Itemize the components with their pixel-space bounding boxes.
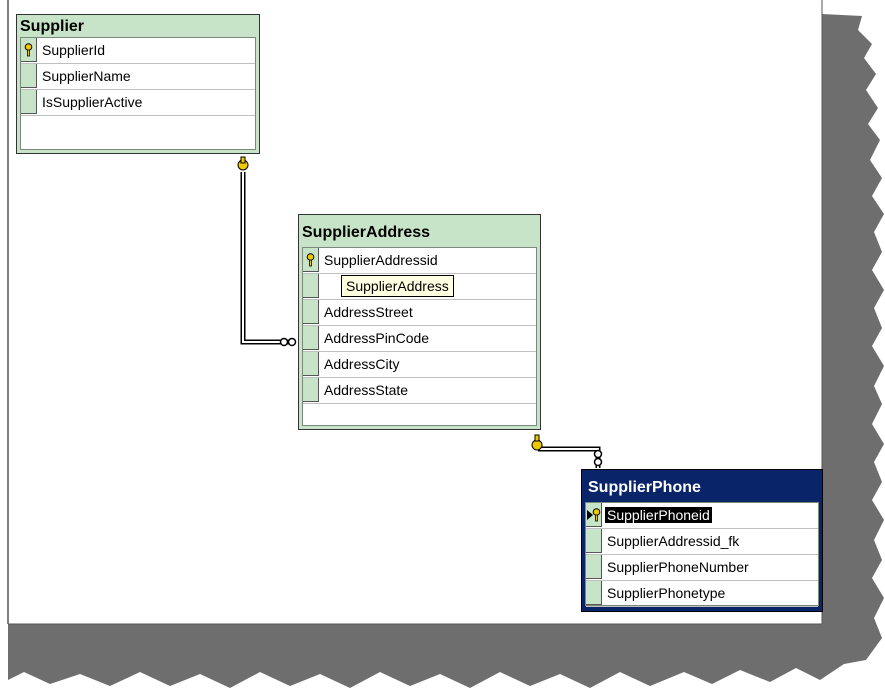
key-end-icon [531, 434, 543, 451]
column-row[interactable]: AddressPinCode [303, 326, 536, 352]
row-selector[interactable] [586, 503, 602, 527]
column-name: SupplierAddressid_fk [607, 533, 740, 549]
primary-key-icon [24, 43, 33, 57]
column-grid: SupplierPhoneid SupplierAddressid_fk Sup… [585, 502, 819, 607]
column-grid: SupplierId SupplierName IsSupplierActive [20, 37, 256, 150]
column-row[interactable]: SupplierAddressid_fk [586, 529, 818, 555]
row-selector[interactable] [586, 529, 602, 553]
table-title: SupplierPhone [588, 479, 701, 496]
column-row[interactable]: SupplierName [21, 64, 255, 90]
key-end-icon [237, 156, 249, 171]
column-name: SupplierPhonetype [607, 585, 726, 601]
table-supplier[interactable]: Supplier SupplierId SupplierName IsSuppl… [16, 14, 260, 154]
column-row[interactable] [303, 274, 536, 300]
column-name: SupplierPhoneNumber [607, 559, 749, 575]
primary-key-icon [592, 508, 601, 522]
relationship-address-phone [531, 434, 603, 468]
column-name: IsSupplierActive [42, 94, 143, 110]
column-name: AddressCity [324, 356, 400, 372]
table-title: Supplier [20, 18, 85, 35]
primary-key-icon [306, 253, 315, 267]
row-selector[interactable] [303, 326, 319, 350]
row-selector[interactable] [303, 274, 319, 298]
current-row-arrow-icon [587, 510, 593, 520]
row-selector[interactable] [21, 38, 37, 62]
row-selector[interactable] [303, 300, 319, 324]
infinity-end-icon [593, 449, 603, 467]
row-selector[interactable] [21, 64, 37, 88]
table-supplier-address[interactable]: SupplierAddress SupplierAddressid Addres… [298, 214, 541, 430]
column-name: SupplierName [42, 68, 131, 84]
table-supplier-phone[interactable]: SupplierPhone SupplierPhoneid SupplierAd… [581, 469, 823, 612]
column-name: SupplierPhoneid [605, 507, 712, 523]
column-row[interactable]: SupplierId [21, 38, 255, 64]
column-row[interactable]: SupplierPhoneid [586, 503, 818, 529]
column-name: SupplierAddressid [324, 252, 438, 268]
column-row[interactable]: IsSupplierActive [21, 90, 255, 116]
column-grid: SupplierAddressid AddressStreet AddressP… [302, 247, 537, 426]
column-row[interactable]: SupplierPhonetype [586, 581, 818, 607]
column-row[interactable]: SupplierAddressid [303, 248, 536, 274]
row-selector[interactable] [303, 378, 319, 402]
column-name: AddressPinCode [324, 330, 430, 346]
row-selector[interactable] [586, 555, 602, 579]
column-tooltip: SupplierAddress [341, 275, 454, 297]
column-row[interactable]: AddressCity [303, 352, 536, 378]
relationship-supplier-address [237, 156, 297, 347]
infinity-end-icon [279, 337, 297, 347]
table-title: SupplierAddress [302, 224, 431, 241]
column-name: AddressStreet [324, 304, 413, 320]
column-row[interactable]: AddressStreet [303, 300, 536, 326]
row-selector[interactable] [303, 248, 319, 272]
column-row[interactable]: AddressState [303, 378, 536, 404]
column-row[interactable]: SupplierPhoneNumber [586, 555, 818, 581]
row-selector[interactable] [21, 90, 37, 114]
row-selector[interactable] [303, 352, 319, 376]
column-name: SupplierId [42, 42, 106, 58]
row-selector[interactable] [586, 581, 602, 605]
column-name: AddressState [324, 382, 409, 398]
